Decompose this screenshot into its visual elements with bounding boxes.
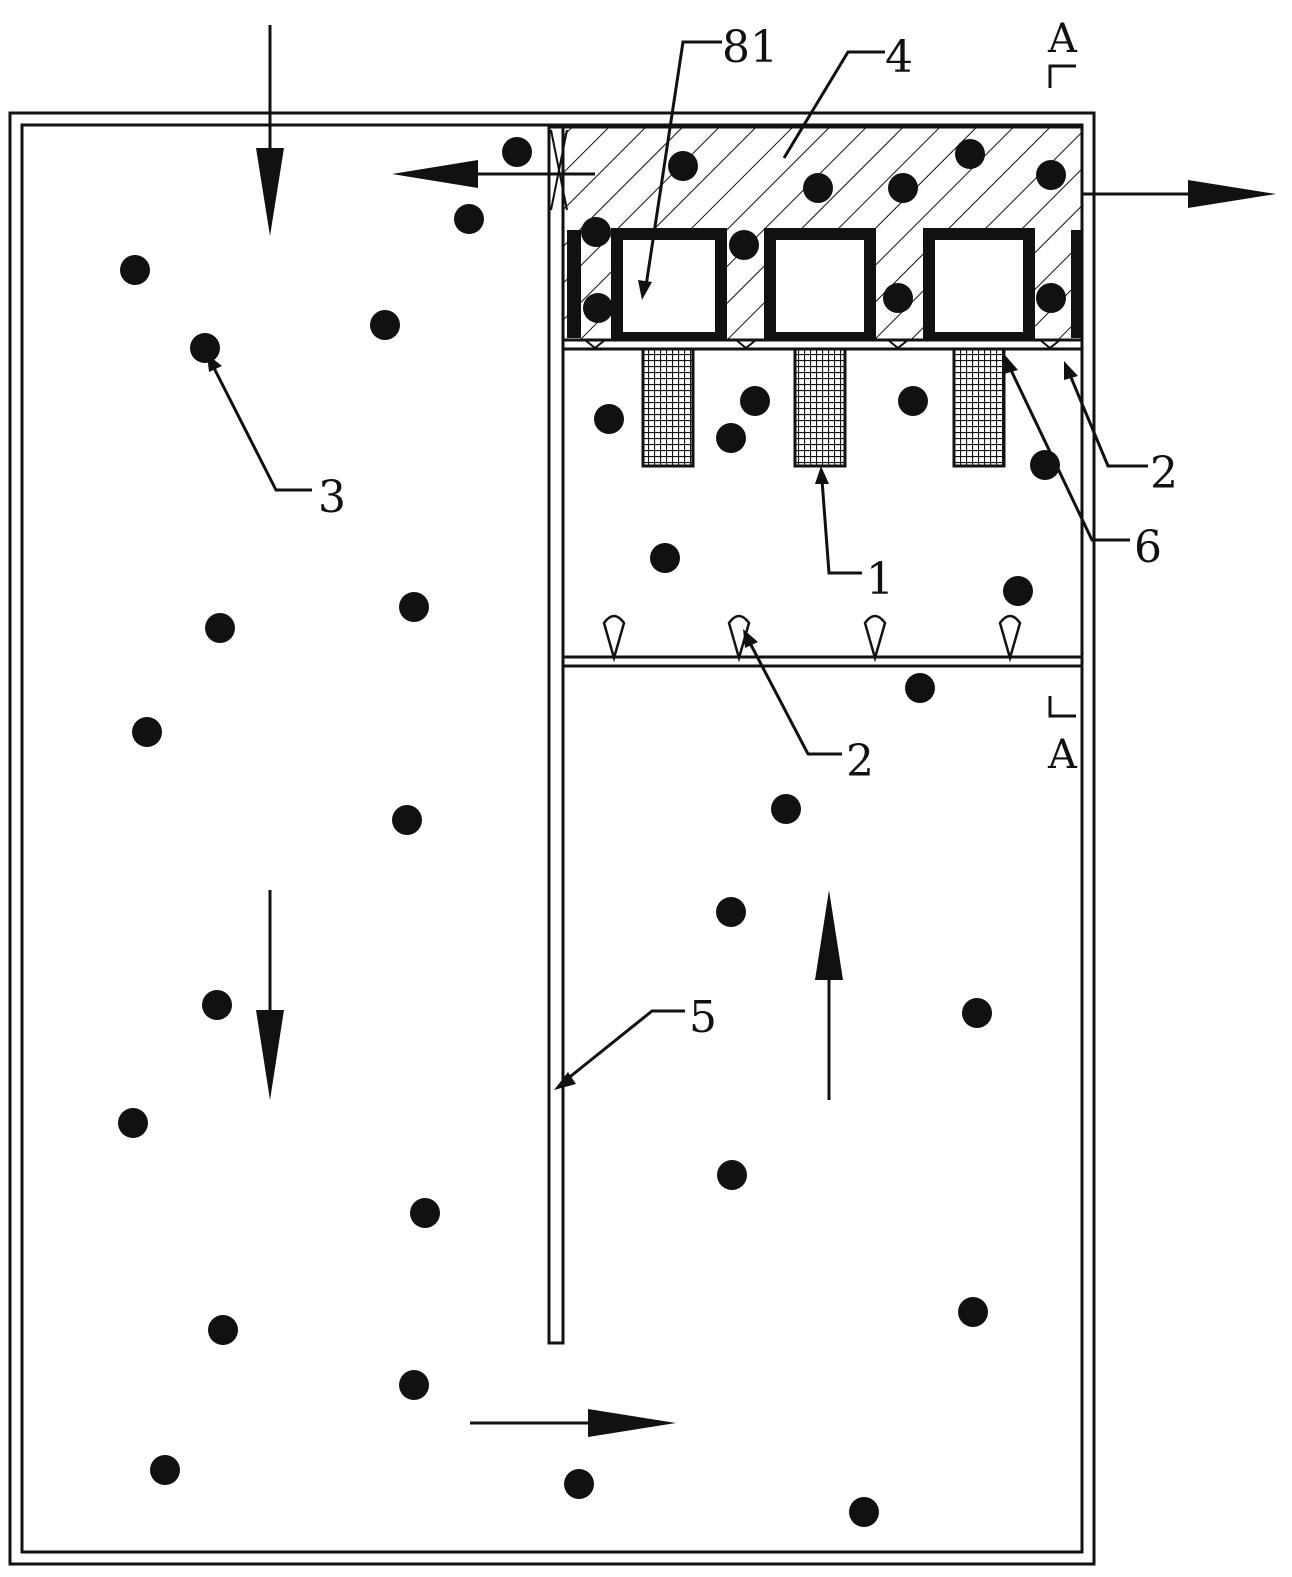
hollow-box — [611, 228, 727, 344]
section-markers — [1048, 64, 1076, 718]
frame-side-posts — [567, 230, 1082, 338]
arrow-down-top-left — [256, 25, 284, 236]
particles — [118, 137, 1066, 1527]
baffle-plate — [547, 125, 565, 1345]
arrow-right-top — [1082, 180, 1276, 208]
label-3: 3 — [318, 472, 346, 523]
aerator-nozzles — [602, 614, 1022, 663]
leader-81 — [638, 40, 722, 300]
leader-2-right — [1064, 361, 1148, 468]
aerator-nozzle — [863, 614, 887, 663]
mesh-filters — [641, 347, 1006, 468]
arrow-down-left — [256, 890, 284, 1100]
mesh-filter — [793, 347, 847, 468]
flow-arrows — [256, 25, 1276, 1437]
arrow-up-right — [815, 890, 843, 1100]
aerator-plate — [561, 655, 1084, 668]
leader-lines — [207, 40, 1148, 1090]
mesh-filter — [952, 347, 1006, 468]
label-2-mid: 2 — [846, 736, 874, 787]
baffle-cross-mark — [550, 129, 568, 211]
callout-labels: 81 4 3 1 2 6 2 5 A A — [318, 16, 1178, 1043]
label-6: 6 — [1134, 522, 1162, 573]
arrow-left-top — [392, 160, 595, 188]
aerator-nozzle — [998, 614, 1022, 663]
label-81: 81 — [722, 22, 778, 73]
aerator-nozzle — [727, 614, 751, 663]
arrow-right-bottom — [470, 1409, 676, 1437]
leader-6 — [1004, 354, 1130, 542]
leader-4 — [782, 50, 885, 159]
section-marker-bottom — [1048, 696, 1076, 718]
mesh-filter — [641, 347, 695, 468]
label-2-right: 2 — [1150, 448, 1178, 499]
label-4: 4 — [885, 32, 913, 83]
aerator-nozzle — [602, 614, 626, 663]
section-marker-top — [1048, 64, 1076, 88]
leader-1 — [815, 466, 862, 575]
leader-3 — [207, 354, 312, 492]
leader-5 — [554, 1009, 685, 1090]
hollow-boxes — [611, 228, 1035, 344]
strip-clips — [584, 339, 1061, 350]
hollow-box — [764, 228, 876, 344]
label-5: 5 — [689, 992, 717, 1043]
label-1: 1 — [866, 554, 894, 605]
section-label-top: A — [1047, 16, 1078, 62]
section-label-bottom: A — [1047, 732, 1078, 778]
hollow-box — [923, 228, 1035, 344]
tank-outer-wall — [8, 111, 1096, 1566]
leader-2-mid — [743, 629, 842, 756]
